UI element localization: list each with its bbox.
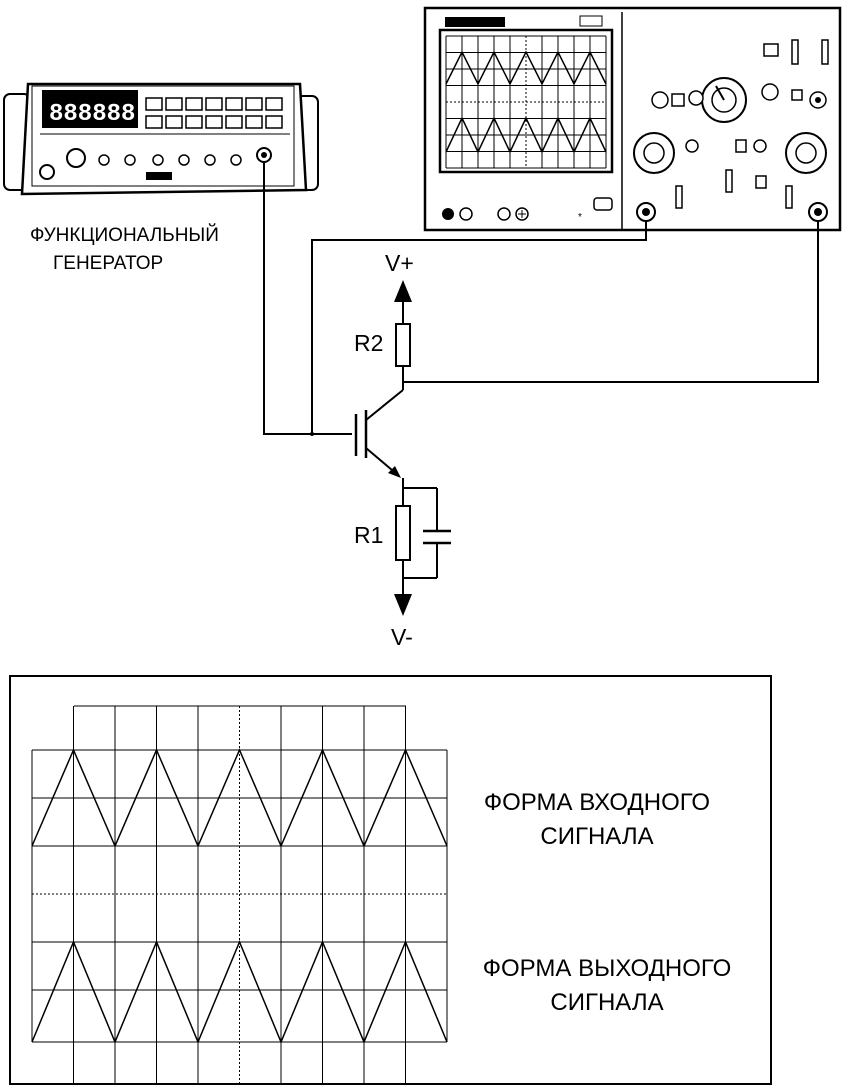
knob[interactable]	[152, 154, 164, 166]
resistor-r1	[395, 505, 411, 561]
ch1-position-knob[interactable]	[685, 139, 699, 153]
horizontal-position-knob[interactable]	[651, 91, 669, 109]
output-signal-caption-line2: СИГНАЛА	[550, 989, 664, 1016]
generator-caption-line1: ФУНКЦИОНАЛЬНЫЙ	[30, 225, 219, 246]
generator-display	[42, 90, 138, 128]
ch2-probe-wire	[403, 221, 819, 383]
frequency-knob[interactable]	[66, 148, 86, 168]
svg-text:*: *	[578, 212, 582, 223]
output-signal-caption: ФОРМА ВЫХОДНОГО СИГНАЛА	[462, 952, 752, 1020]
output-signal-caption-line1: ФОРМА ВЫХОДНОГО	[482, 955, 732, 982]
emitter-arrow	[388, 466, 401, 478]
generator-label-plate	[146, 172, 172, 180]
trace-rotation-knob[interactable]	[497, 207, 511, 221]
circuit	[263, 162, 819, 594]
output-waveform	[31, 940, 448, 1044]
oscilloscope: *	[423, 6, 842, 232]
x10-mag-button[interactable]	[671, 93, 685, 107]
vplus-label: V+	[385, 250, 414, 276]
level-knob[interactable]	[761, 83, 779, 101]
r1-label: R1	[354, 522, 384, 548]
input-waveform	[31, 748, 448, 848]
ch1-probe-wire	[311, 221, 647, 434]
input-signal-caption: ФОРМА ВХОДНОГО СИГНАЛА	[462, 786, 732, 854]
swp-var-knob[interactable]	[688, 90, 704, 106]
power-switch[interactable]	[39, 164, 55, 180]
knob[interactable]	[124, 154, 136, 166]
r2-label: R2	[354, 330, 384, 356]
knob[interactable]	[204, 154, 216, 166]
generator-caption: ФУНКЦИОНАЛЬНЫЙ ГЕНЕРАТОР	[30, 222, 219, 278]
ch2-inv-button[interactable]	[755, 175, 767, 189]
mode-switch[interactable]	[725, 169, 733, 193]
slope-button[interactable]	[791, 89, 803, 101]
input-signal-caption-line1: ФОРМА ВХОДНОГО	[483, 789, 711, 816]
generator-caption-line2: ГЕНЕРАТОР	[53, 253, 164, 274]
coupling-switch[interactable]	[821, 39, 829, 65]
oscilloscope-trace-ch2	[445, 116, 607, 154]
knob[interactable]	[98, 154, 110, 166]
source-switch[interactable]	[791, 39, 799, 65]
vplus-arrow	[394, 280, 412, 302]
generator-display-digits: 888888	[49, 101, 135, 128]
intensity-knob[interactable]	[442, 208, 454, 220]
generator-to-base-wire	[263, 162, 352, 435]
waveform-graticule	[31, 705, 448, 1085]
oscilloscope-graticule	[445, 35, 607, 169]
waveform-panel	[9, 675, 772, 1085]
generator-function-buttons[interactable]	[145, 115, 283, 129]
function-generator: 888888	[3, 82, 319, 196]
transistor-collector	[365, 389, 404, 421]
ch1-coupling-switch[interactable]	[675, 185, 683, 209]
ch2-coupling-switch[interactable]	[785, 185, 793, 209]
oscilloscope-trace-ch1	[445, 50, 607, 86]
vminus-arrow	[394, 594, 412, 616]
alt-chop-button[interactable]	[735, 139, 747, 153]
resistor-r2	[395, 323, 411, 367]
vminus-label: V-	[391, 624, 413, 650]
oscilloscope-brand-bar	[445, 17, 505, 27]
power-button[interactable]	[593, 197, 613, 211]
bandwidth-badge	[579, 15, 603, 27]
knob[interactable]	[178, 154, 190, 166]
trig-alt-button[interactable]	[763, 43, 779, 57]
focus-knob[interactable]	[459, 207, 473, 221]
knob[interactable]	[230, 154, 242, 166]
input-signal-caption-line2: СИГНАЛА	[540, 823, 654, 850]
generator-range-buttons[interactable]	[145, 97, 283, 111]
ch2-position-knob[interactable]	[753, 139, 767, 153]
